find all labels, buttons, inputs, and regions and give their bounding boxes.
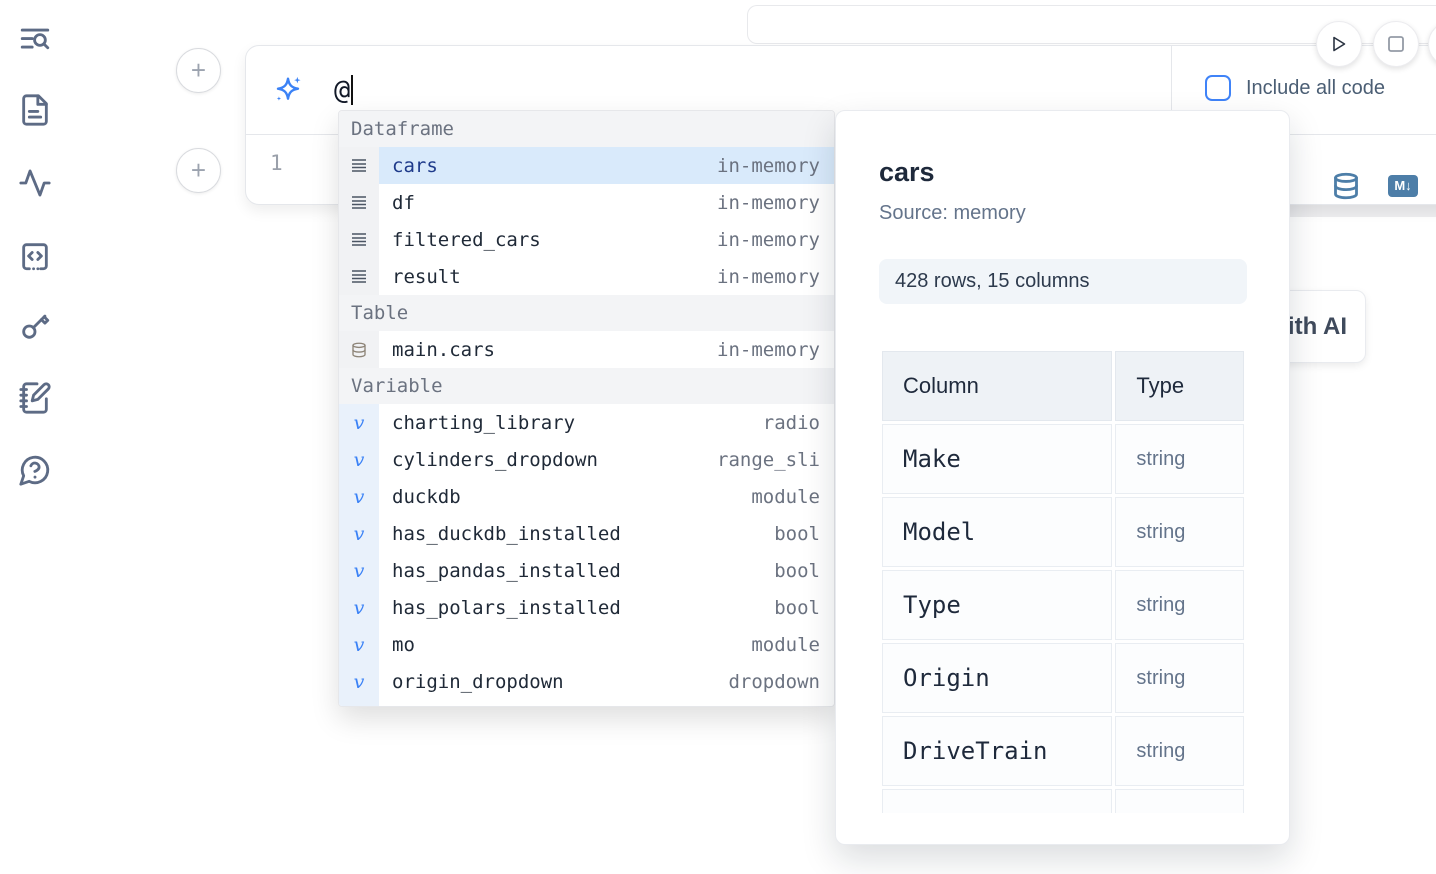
autocomplete-item-cars[interactable]: cars in-memory bbox=[339, 147, 834, 184]
variable-icon: v bbox=[353, 596, 365, 619]
variable-icon: v bbox=[353, 670, 365, 693]
rows-icon bbox=[351, 232, 367, 247]
help-bubble-icon[interactable] bbox=[18, 453, 52, 487]
rows-icon bbox=[351, 158, 367, 173]
add-cell-above-button[interactable]: + bbox=[176, 48, 221, 93]
autocomplete-item-result[interactable]: result in-memory bbox=[339, 258, 834, 295]
activity-icon[interactable] bbox=[18, 166, 52, 200]
notebook-pen-icon[interactable] bbox=[18, 381, 52, 415]
autocomplete-item-filtered-cars[interactable]: filtered_cars in-memory bbox=[339, 221, 834, 258]
section-header-variable: Variable bbox=[339, 368, 834, 404]
variable-icon: v bbox=[353, 559, 365, 582]
panel-source: Source: memory bbox=[879, 202, 1026, 224]
markdown-icon[interactable]: M↓ bbox=[1388, 175, 1418, 197]
autocomplete-item-cylinders-dropdown[interactable]: v cylinders_dropdown range_sli bbox=[339, 441, 834, 478]
key-icon[interactable] bbox=[18, 309, 52, 343]
text-caret bbox=[351, 75, 354, 105]
autocomplete-item-has-pandas-installed[interactable]: v has_pandas_installed bool bbox=[339, 552, 834, 589]
table-row: Origin string bbox=[882, 643, 1244, 713]
include-all-code-label: Include all code bbox=[1246, 76, 1385, 99]
table-row: Type string bbox=[882, 570, 1244, 640]
autocomplete-item-origin-dropdown[interactable]: v origin_dropdown dropdown bbox=[339, 663, 834, 700]
section-header-table: Table bbox=[339, 295, 834, 331]
run-cell-button[interactable] bbox=[1316, 21, 1362, 67]
autocomplete-item-charting-library[interactable]: v charting_library radio bbox=[339, 404, 834, 441]
ai-prompt-row: @ Include all code bbox=[246, 46, 1436, 134]
table-row: Make string bbox=[882, 424, 1244, 494]
database-icon[interactable] bbox=[1332, 172, 1360, 200]
add-cell-below-button[interactable]: + bbox=[176, 148, 221, 193]
line-number: 1 bbox=[270, 151, 283, 175]
play-icon bbox=[1333, 36, 1346, 52]
stop-icon bbox=[1388, 36, 1404, 52]
include-all-code-checkbox[interactable] bbox=[1205, 75, 1231, 101]
variable-icon: v bbox=[353, 522, 365, 545]
list-search-icon[interactable] bbox=[18, 23, 52, 57]
variable-icon: v bbox=[353, 485, 365, 508]
variable-icon: v bbox=[353, 411, 365, 434]
table-row: DriveTrain string bbox=[882, 716, 1244, 786]
code-box-icon[interactable] bbox=[18, 239, 52, 273]
column-header: Column bbox=[882, 351, 1113, 421]
database-icon bbox=[351, 342, 367, 358]
autocomplete-item-df[interactable]: df in-memory bbox=[339, 184, 834, 221]
table-row: Model string bbox=[882, 497, 1244, 567]
left-sidebar bbox=[0, 0, 72, 874]
rows-icon bbox=[351, 195, 367, 210]
stop-button[interactable] bbox=[1373, 21, 1419, 67]
autocomplete-item-main-cars[interactable]: main.cars in-memory bbox=[339, 331, 834, 368]
autocomplete-item-pd[interactable]: v pd module bbox=[339, 700, 834, 706]
autocomplete-item-duckdb[interactable]: v duckdb module bbox=[339, 478, 834, 515]
table-header-row: Column Type bbox=[882, 351, 1244, 421]
type-header: Type bbox=[1115, 351, 1244, 421]
rows-icon bbox=[351, 269, 367, 284]
variable-icon: v bbox=[353, 448, 365, 471]
file-text-icon[interactable] bbox=[18, 93, 52, 127]
section-header-dataframe: Dataframe bbox=[339, 111, 834, 147]
autocomplete-item-has-duckdb-installed[interactable]: v has_duckdb_installed bool bbox=[339, 515, 834, 552]
dataframe-preview-panel: cars Source: memory 428 rows, 15 columns… bbox=[835, 110, 1290, 845]
ai-prompt-input[interactable]: @ bbox=[334, 72, 354, 108]
autocomplete-item-has-polars-installed[interactable]: v has_polars_installed bool bbox=[339, 589, 834, 626]
divider bbox=[1171, 46, 1172, 134]
table-row-clipped bbox=[882, 789, 1244, 813]
variable-icon: v bbox=[353, 633, 365, 656]
shape-badge: 428 rows, 15 columns bbox=[879, 259, 1247, 304]
columns-table: Column Type Make string Model string Typ… bbox=[879, 348, 1249, 813]
autocomplete-item-mo[interactable]: v mo module bbox=[339, 626, 834, 663]
autocomplete-dropdown: Dataframe cars in-memory df in-memory fi… bbox=[338, 110, 835, 707]
sparkles-icon bbox=[272, 74, 304, 106]
panel-title: cars bbox=[879, 157, 935, 187]
